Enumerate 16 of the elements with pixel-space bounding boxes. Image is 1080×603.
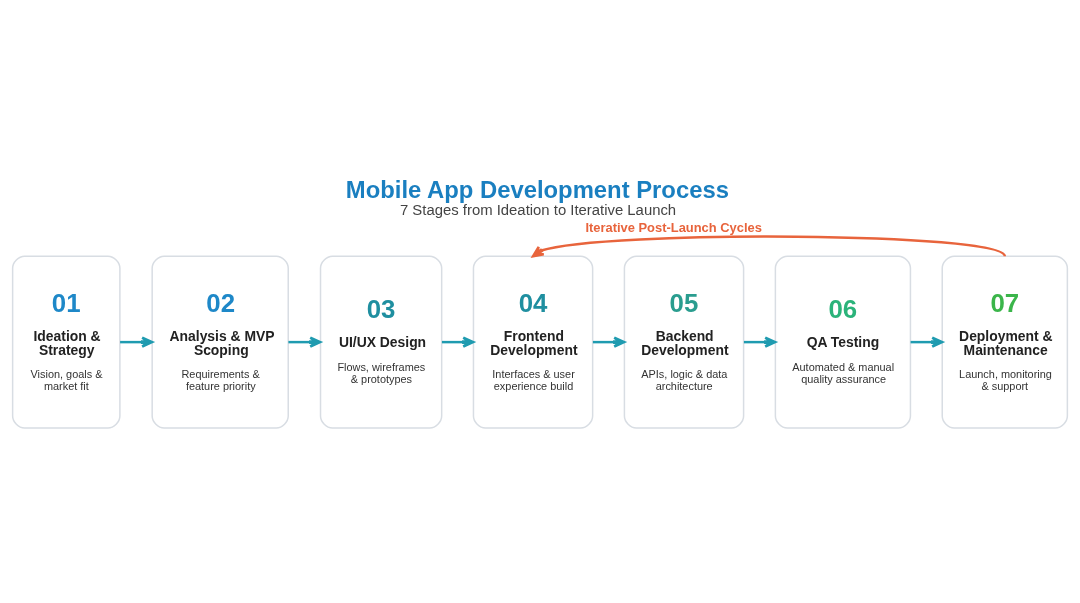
arrow xyxy=(120,335,154,348)
node-box: 05 Backend Development APIs, logic & data architecture xyxy=(623,254,745,429)
arrow xyxy=(531,234,1006,257)
edge-label: Iterative Post-Launch Cycles xyxy=(585,219,762,235)
node-box: 02 Analysis & MVP Scoping Requirements & feature priority xyxy=(151,254,289,429)
node-box: 06 QA Testing Automated & manual quality assurance xyxy=(774,254,912,429)
node-box: 07 Deployment & Maintenance Launch, monitoring & support xyxy=(941,254,1069,429)
node-box: 01 Ideation & Strategy Vision, goals & market fit xyxy=(11,254,121,429)
node-box: 03 UI/UX Design Flows, wireframes & prototypes xyxy=(319,254,443,429)
arrow xyxy=(592,335,626,348)
arrow xyxy=(743,335,777,348)
diagram-title: Mobile App Development Process xyxy=(345,175,729,203)
arrow xyxy=(910,335,944,348)
arrow xyxy=(288,335,322,348)
arrow xyxy=(441,335,475,348)
node-box: 04 Frontend Development Interfaces & user experience build xyxy=(472,254,594,429)
